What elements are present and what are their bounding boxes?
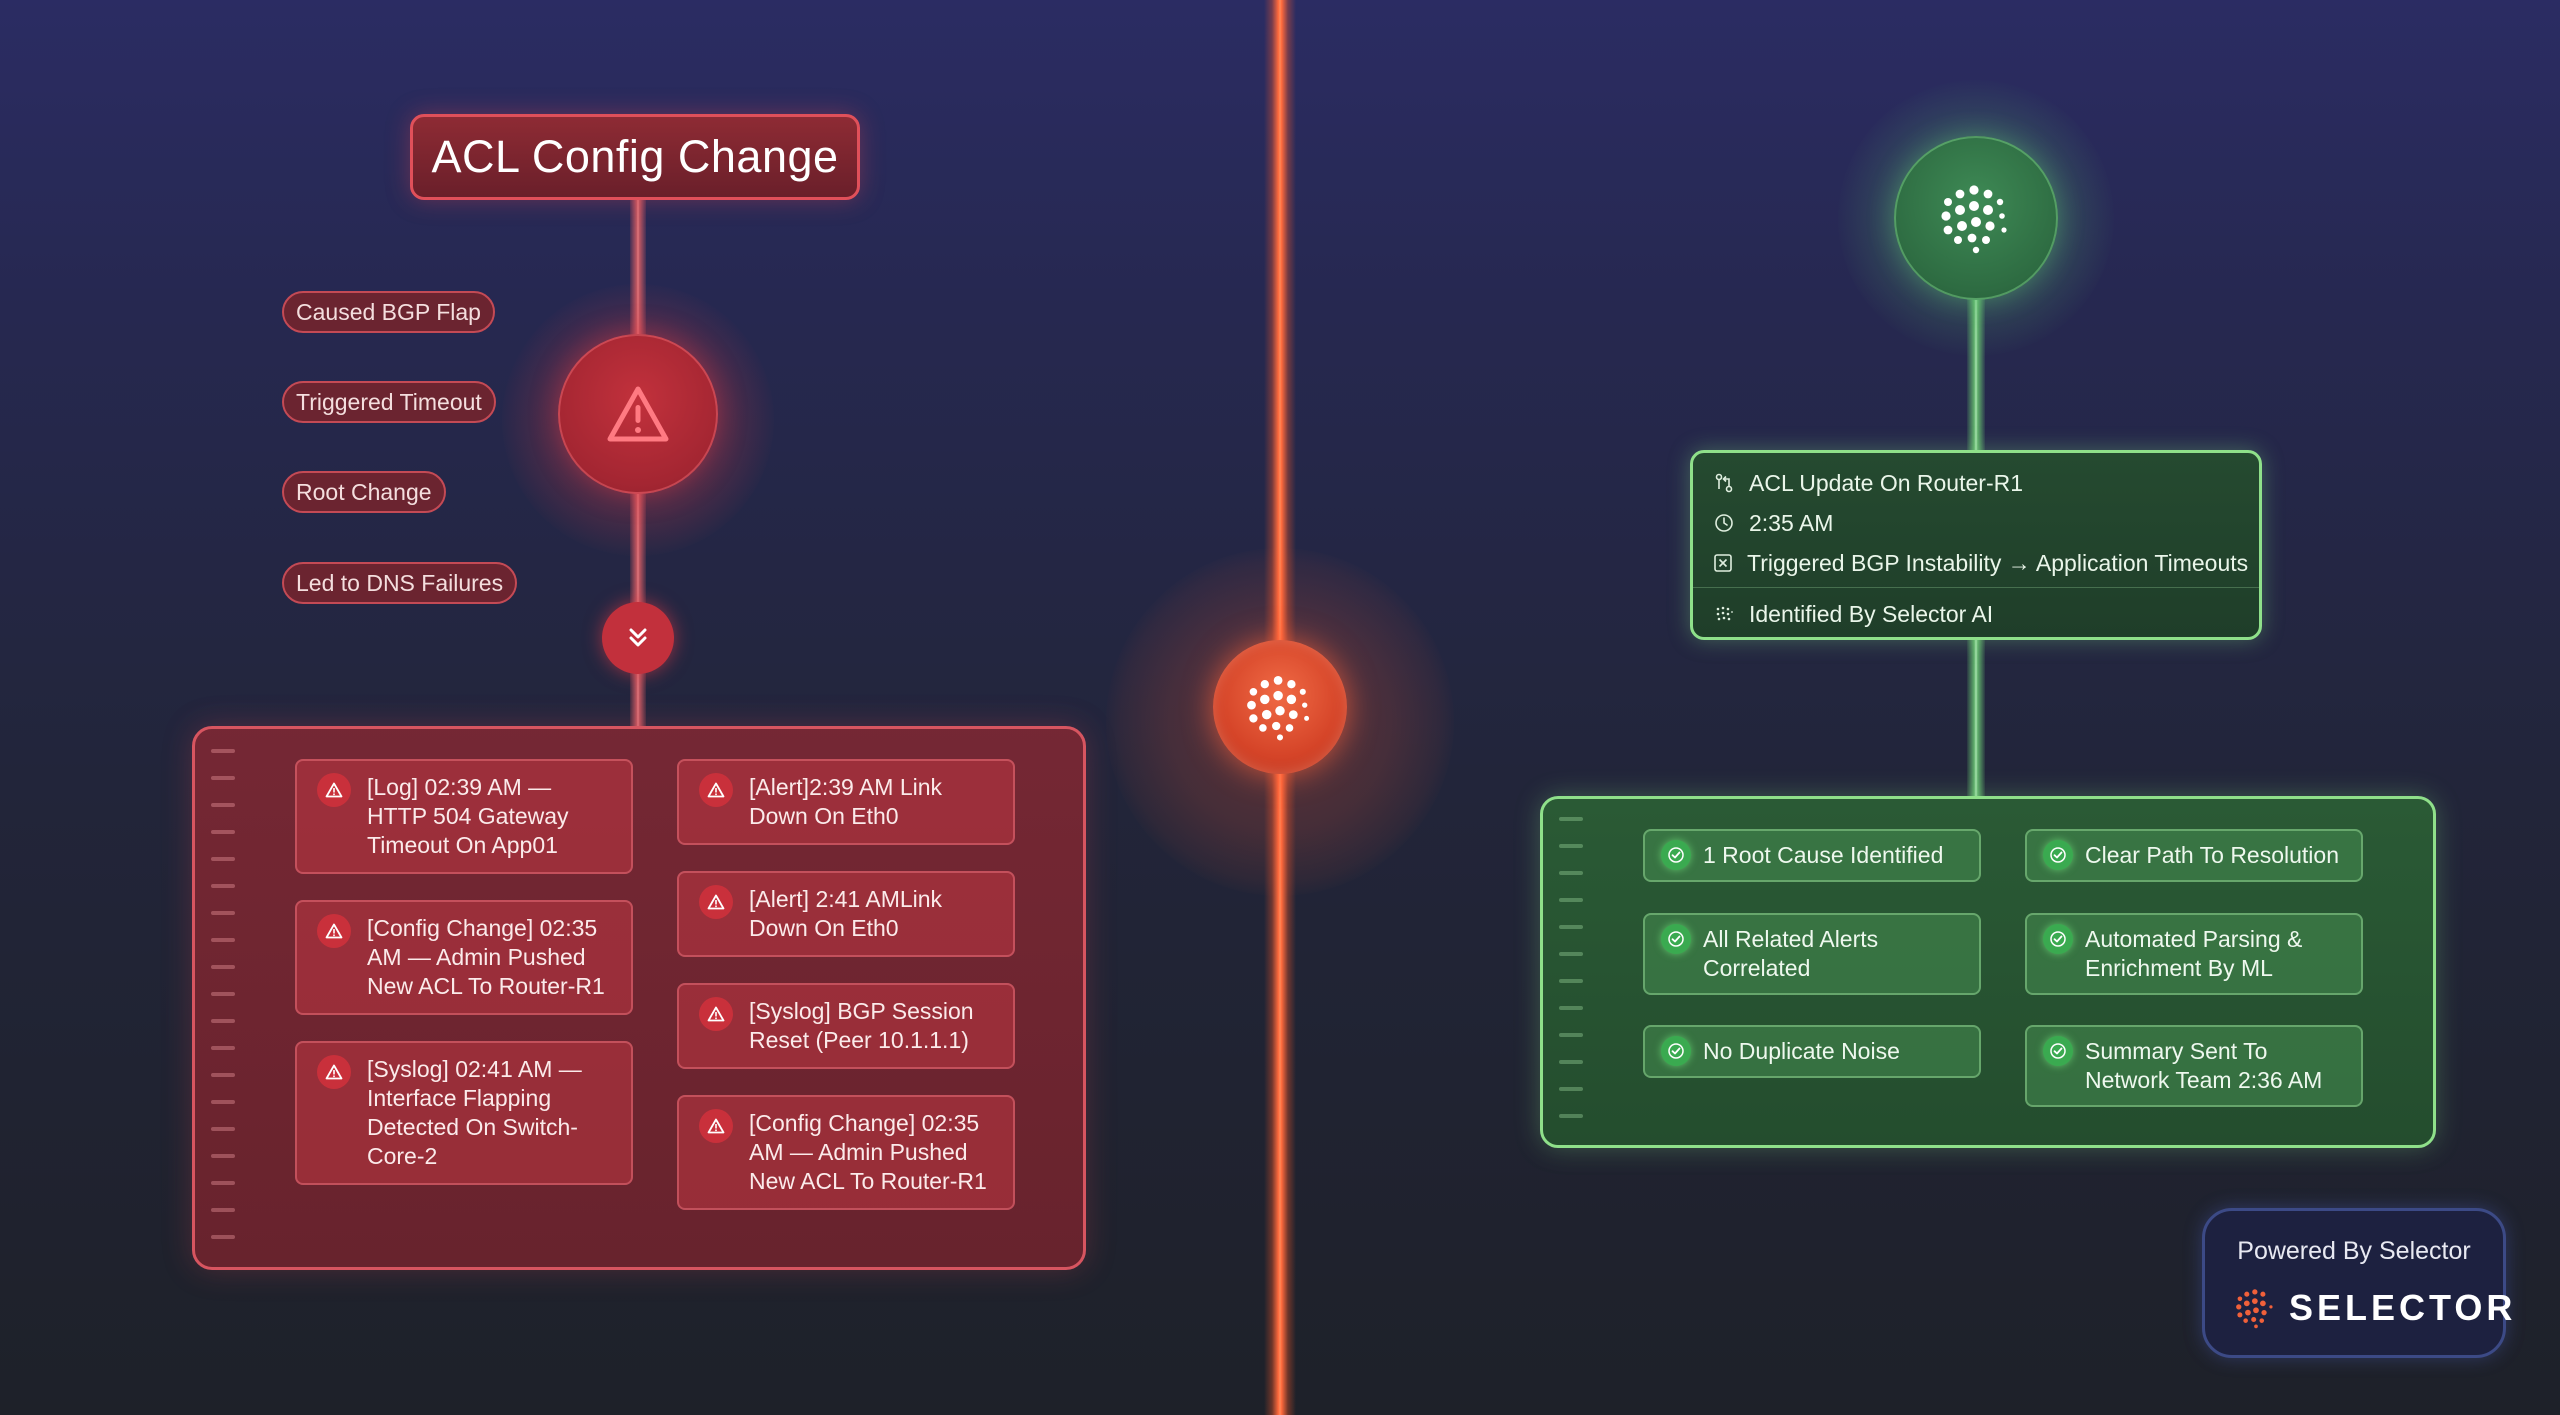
clock-icon: [1713, 512, 1735, 534]
summary-divider: [1693, 587, 2259, 588]
selector-ai-node: [1894, 136, 2058, 300]
effect-pill-root-change: Root Change: [282, 471, 446, 513]
selector-ai-icon: [1247, 676, 1310, 741]
warning-triangle-icon: [607, 386, 669, 442]
warning-icon: [317, 914, 351, 948]
event-text: [Config Change] 02:35 AM — Admin Pushed …: [367, 915, 605, 999]
outcome-card: Clear Path To Resolution: [2025, 829, 2363, 882]
right-connector-bottom: [1967, 638, 1985, 798]
incident-title: ACL Config Change: [410, 114, 860, 200]
outcome-card: Summary Sent To Network Team 2:36 AM: [2025, 1025, 2363, 1107]
outcome-card: No Duplicate Noise: [1643, 1025, 1981, 1078]
selector-ai-icon: [1941, 185, 2007, 254]
event-card[interactable]: [Config Change] 02:35 AM — Admin Pushed …: [295, 900, 633, 1015]
incident-title-text: ACL Config Change: [431, 131, 839, 182]
left-connector-bottom: [630, 672, 646, 728]
powered-by-text: Powered By Selector: [2237, 1237, 2471, 1265]
check-circle-icon: [2043, 840, 2073, 870]
powered-by-badge: Powered By Selector SELECTOR: [2202, 1208, 2512, 1358]
panel-ruler: [1559, 817, 1585, 1141]
selector-logo: SELECTOR: [2233, 1285, 2516, 1331]
summary-row-time: 2:35 AM: [1713, 503, 2239, 543]
outcome-card: Automated Parsing & Enrichment By ML: [2025, 913, 2363, 995]
event-card[interactable]: [Syslog] BGP Session Reset (Peer 10.1.1.…: [677, 983, 1015, 1069]
warning-icon: [699, 997, 733, 1031]
resolution-outcomes-panel: 1 Root Cause Identified All Related Aler…: [1540, 796, 2436, 1148]
check-circle-icon: [1661, 924, 1691, 954]
summary-row-identified: Identified By Selector AI: [1713, 594, 2239, 634]
event-text: [Log] 02:39 AM — HTTP 504 Gateway Timeou…: [367, 774, 569, 858]
event-text: [Alert]2:39 AM Link Down On Eth0: [749, 774, 943, 829]
warning-icon: [699, 773, 733, 807]
outcome-text: 1 Root Cause Identified: [1703, 842, 1944, 868]
event-text: [Alert] 2:41 AMLink Down On Eth0: [749, 886, 943, 941]
warning-icon: [699, 885, 733, 919]
check-circle-icon: [1661, 840, 1691, 870]
summary-row-change: ACL Update On Router-R1: [1713, 463, 2239, 503]
outcome-text: All Related Alerts Correlated: [1703, 926, 1879, 981]
outcome-text: Automated Parsing & Enrichment By ML: [2085, 926, 2303, 981]
check-circle-icon: [2043, 924, 2073, 954]
x-square-icon: [1713, 552, 1733, 574]
effect-pill-dns-failures: Led to DNS Failures: [282, 562, 518, 604]
event-log-panel: [Log] 02:39 AM — HTTP 504 Gateway Timeou…: [192, 726, 1086, 1270]
effect-pill-bgp-flap: Caused BGP Flap: [282, 291, 495, 333]
check-circle-icon: [1661, 1036, 1691, 1066]
right-connector-top: [1967, 298, 1985, 452]
event-card[interactable]: [Alert]2:39 AM Link Down On Eth0: [677, 759, 1015, 845]
outcome-text: Summary Sent To Network Team 2:36 AM: [2085, 1038, 2323, 1093]
warning-icon: [317, 1055, 351, 1089]
panel-ruler: [211, 749, 237, 1262]
outcome-text: Clear Path To Resolution: [2085, 842, 2339, 868]
alert-node: [558, 334, 718, 494]
git-compare-icon: [1713, 472, 1735, 494]
summary-row-impact: Triggered BGP Instability → Application …: [1713, 543, 2248, 583]
left-connector-top: [630, 198, 646, 336]
selector-ai-icon: [1713, 603, 1735, 625]
selector-logo-word: SELECTOR: [2289, 1287, 2517, 1328]
outcome-card: All Related Alerts Correlated: [1643, 913, 1981, 995]
expand-button[interactable]: [602, 602, 674, 674]
warning-icon: [699, 1109, 733, 1143]
center-selector-node: [1213, 640, 1347, 774]
event-text: [Syslog] 02:41 AM — Interface Flapping D…: [367, 1056, 582, 1169]
left-connector-mid: [630, 492, 646, 604]
event-card[interactable]: [Log] 02:39 AM — HTTP 504 Gateway Timeou…: [295, 759, 633, 874]
outcome-text: No Duplicate Noise: [1703, 1038, 1900, 1064]
check-circle-icon: [2043, 1036, 2073, 1066]
warning-icon: [317, 773, 351, 807]
event-text: [Config Change] 02:35 AM — Admin Pushed …: [749, 1110, 987, 1194]
event-text: [Syslog] BGP Session Reset (Peer 10.1.1.…: [749, 998, 974, 1053]
selector-logo-icon: [2236, 1289, 2273, 1329]
effect-pill-timeout: Triggered Timeout: [282, 381, 496, 423]
root-cause-summary-card: ACL Update On Router-R1 2:35 AM Triggere…: [1690, 450, 2262, 640]
outcome-card: 1 Root Cause Identified: [1643, 829, 1981, 882]
chevron-double-down-icon: [629, 628, 647, 647]
event-card[interactable]: [Config Change] 02:35 AM — Admin Pushed …: [677, 1095, 1015, 1210]
event-card[interactable]: [Alert] 2:41 AMLink Down On Eth0: [677, 871, 1015, 957]
event-card[interactable]: [Syslog] 02:41 AM — Interface Flapping D…: [295, 1041, 633, 1185]
